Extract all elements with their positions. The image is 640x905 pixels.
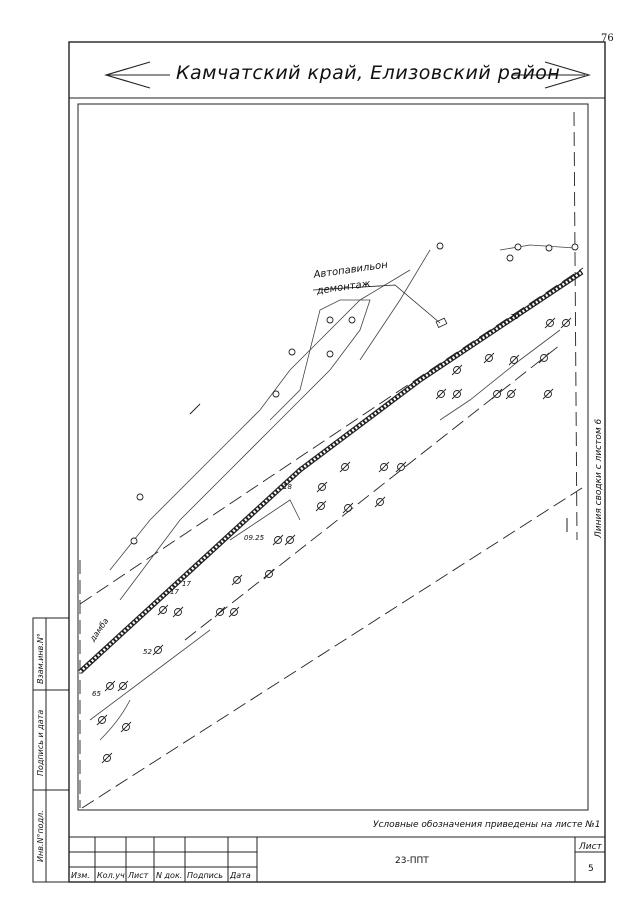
contour-label: 17	[170, 588, 179, 596]
legend-note: Условные обозначения приведены на листе …	[373, 820, 601, 830]
slashed-circles	[96, 317, 572, 764]
side-label-signature-date: Подпись и дата	[36, 709, 45, 776]
side-stamp-lines	[32, 617, 70, 883]
outer-frame	[68, 41, 606, 883]
side-label-inventory: Инв.N°подл.	[36, 810, 45, 862]
merge-line-label: Линия сводки с листом 6	[594, 418, 604, 538]
tree-circles	[130, 242, 579, 545]
col-label-docnum: N док.	[156, 871, 183, 880]
sheet-label: Лист	[579, 842, 602, 852]
contour-label: 52	[143, 648, 152, 656]
map-frame	[77, 103, 589, 811]
contour-label: 20	[510, 313, 519, 321]
col-label-signature: Подпись	[187, 871, 223, 880]
title-block-lines	[69, 836, 605, 882]
boundary-lines	[79, 111, 584, 809]
col-label-change: Изм.	[71, 871, 90, 880]
col-label-count: Кол.уч	[97, 871, 125, 880]
contour-label: 17	[182, 580, 191, 588]
page-number: 76	[601, 33, 614, 44]
side-label-replace: Взам.инв.N°	[36, 633, 45, 684]
sheet-number: 5	[588, 864, 594, 874]
col-label-date: Дата	[230, 871, 251, 880]
header-arrows	[104, 61, 591, 89]
terrain-contours	[89, 244, 576, 741]
flow-arrows	[189, 403, 568, 532]
road-embankment	[78, 269, 584, 674]
col-label-sheet: Лист	[128, 871, 149, 880]
contour-label: 65	[92, 690, 101, 698]
pavilion-marker	[312, 284, 448, 328]
region-title: Камчатский край, Елизовский район	[176, 62, 561, 84]
contour-label: 18	[283, 483, 292, 491]
document-code: 23-ППТ	[395, 856, 429, 866]
contour-label: 09.25	[244, 534, 265, 542]
